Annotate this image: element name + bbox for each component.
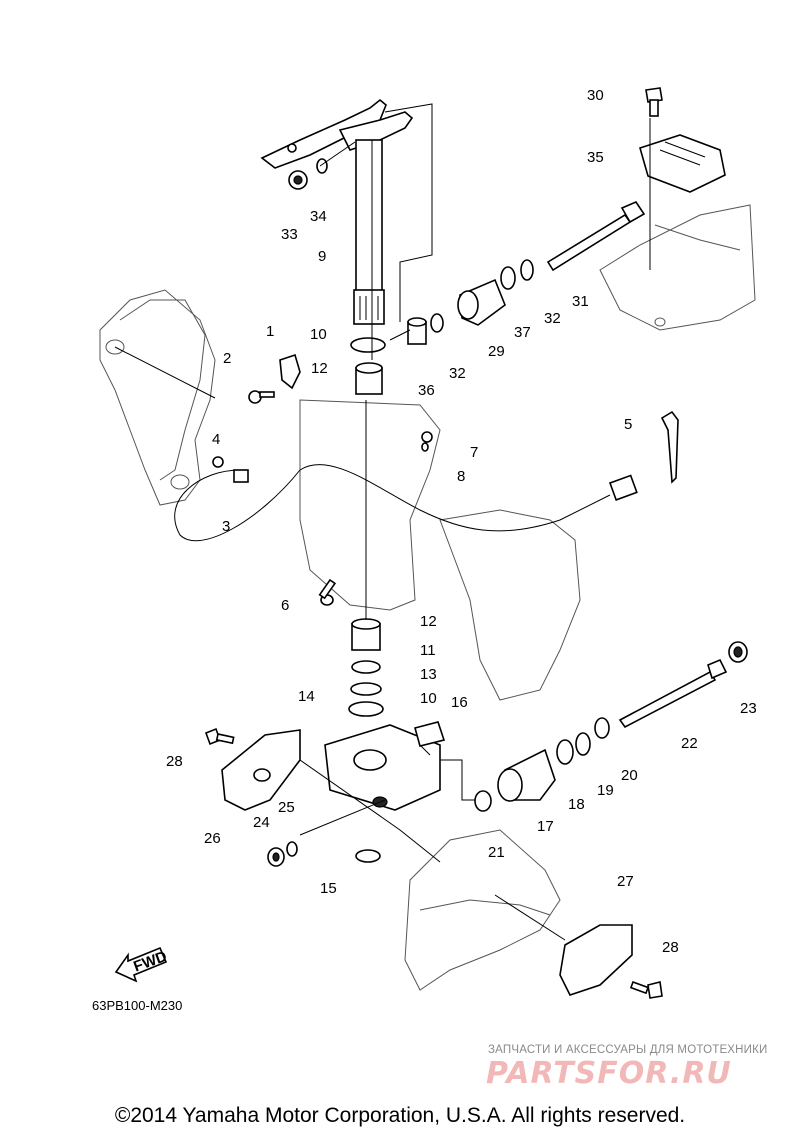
bolt-30 xyxy=(645,87,663,117)
bolt-28-right xyxy=(629,980,663,999)
callout-18: 18 xyxy=(568,796,585,813)
callout-29: 29 xyxy=(488,343,505,360)
callout-24: 24 xyxy=(253,814,270,831)
callout-3: 3 xyxy=(222,518,230,535)
callout-28a: 28 xyxy=(166,753,183,770)
mount-bushing-29 xyxy=(457,278,506,326)
callout-26: 26 xyxy=(204,830,221,847)
bracket-cover-35 xyxy=(639,134,726,193)
washer-20 xyxy=(594,717,610,739)
callout-10a: 10 xyxy=(310,326,327,343)
callout-12b: 12 xyxy=(420,613,437,630)
callout-7: 7 xyxy=(470,444,478,461)
drawing-code: 63PB100-M230 xyxy=(92,998,183,1013)
callout-2: 2 xyxy=(223,350,231,367)
callout-12a: 12 xyxy=(311,360,328,377)
nut-7 xyxy=(421,431,433,443)
washer-25 xyxy=(286,841,298,857)
part-callouts: 1 2 3 4 5 6 7 8 9 10 10 11 12 12 13 14 1… xyxy=(166,87,757,956)
bushing-12-bottom xyxy=(351,618,381,651)
bracket-1 xyxy=(279,353,301,390)
callout-34: 34 xyxy=(310,208,327,225)
callout-17: 17 xyxy=(537,818,554,835)
callout-25: 25 xyxy=(278,799,295,816)
callout-9: 9 xyxy=(318,248,326,265)
callout-11: 11 xyxy=(420,642,436,659)
callout-19: 19 xyxy=(597,782,614,799)
clamp-15 xyxy=(355,849,381,863)
collar-21 xyxy=(474,790,492,812)
fwd-label: FWD xyxy=(131,948,169,976)
screw-2 xyxy=(248,390,275,404)
washer-37 xyxy=(500,266,516,290)
callout-37: 37 xyxy=(514,324,531,341)
bolt-28-left xyxy=(204,727,235,746)
bracket-housing-ghost xyxy=(99,204,756,991)
nut-24 xyxy=(267,847,285,867)
lower-mount-14 xyxy=(324,724,441,811)
callout-23: 23 xyxy=(740,700,757,717)
callout-5: 5 xyxy=(624,416,632,433)
callout-14: 14 xyxy=(298,688,315,705)
callout-20: 20 xyxy=(621,767,638,784)
callout-36: 36 xyxy=(418,382,435,399)
callout-1: 1 xyxy=(266,323,274,340)
callout-32b: 32 xyxy=(449,365,466,382)
o-ring-11 xyxy=(351,660,381,674)
cover-26 xyxy=(221,729,301,811)
callout-16: 16 xyxy=(451,694,468,711)
bushing-12-top xyxy=(355,362,383,395)
nut-33 xyxy=(288,170,308,190)
callout-8: 8 xyxy=(457,468,465,485)
washer-32 xyxy=(520,259,534,281)
steering-arm-shaft xyxy=(260,98,414,325)
callout-28b: 28 xyxy=(662,939,679,956)
callout-33: 33 xyxy=(281,226,298,243)
watermark-tagline: ЗАПЧАСТИ И АКСЕССУАРЫ ДЛЯ МОТОТЕХНИКИ xyxy=(488,1044,768,1056)
callout-4: 4 xyxy=(212,431,220,448)
callout-13: 13 xyxy=(420,666,437,683)
cap-23 xyxy=(728,641,748,663)
washer-32b xyxy=(430,313,444,333)
washer-13 xyxy=(350,682,382,696)
leader-lines xyxy=(114,103,651,941)
harness-3 xyxy=(174,464,638,542)
callout-35: 35 xyxy=(587,149,604,166)
clip-16 xyxy=(414,721,446,747)
cable-tie-5 xyxy=(660,410,679,484)
washer-8 xyxy=(421,442,429,452)
callout-22: 22 xyxy=(681,735,698,752)
callout-30: 30 xyxy=(587,87,604,104)
watermark-logo: PARTSFOR.RU xyxy=(486,1056,732,1091)
nut-4 xyxy=(212,456,224,468)
washer-18 xyxy=(556,739,574,765)
bolt-6 xyxy=(318,578,337,606)
callout-6: 6 xyxy=(281,597,289,614)
copyright-notice: ©2014 Yamaha Motor Corporation, U.S.A. A… xyxy=(114,1104,686,1127)
fwd-arrow-icon: FWD xyxy=(114,946,169,983)
callout-15: 15 xyxy=(320,880,337,897)
washer-10-bottom xyxy=(348,701,384,717)
long-bolt-31 xyxy=(546,201,646,272)
washer-19 xyxy=(575,732,591,756)
mount-bushing-17 xyxy=(497,748,556,802)
callout-10b: 10 xyxy=(420,690,437,707)
callout-32a: 32 xyxy=(544,310,561,327)
callout-27: 27 xyxy=(617,873,634,890)
callout-21: 21 xyxy=(488,844,505,861)
callout-31: 31 xyxy=(572,293,589,310)
cover-27 xyxy=(559,924,633,996)
washer-34 xyxy=(316,158,328,174)
collar-36 xyxy=(407,317,427,345)
long-bolt-22 xyxy=(618,658,728,729)
washer-10-top xyxy=(350,337,386,353)
